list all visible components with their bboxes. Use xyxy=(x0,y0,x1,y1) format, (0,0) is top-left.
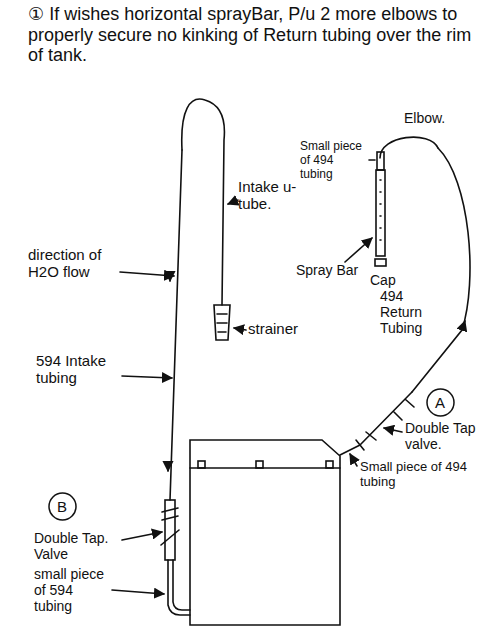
leader-line xyxy=(120,272,174,276)
leader-line xyxy=(369,159,375,161)
callout-letter: A xyxy=(426,388,455,417)
return-arrow xyxy=(464,321,465,324)
part-label: Spray Bar xyxy=(296,262,366,278)
part-label: Cap xyxy=(370,272,410,288)
leader-line xyxy=(345,238,372,262)
part-label: 494 Return Tubing xyxy=(380,288,440,336)
part-label: Intake u-tube. xyxy=(238,178,310,213)
return-tubing xyxy=(412,148,470,392)
canister-clip xyxy=(198,461,205,468)
circle-outline xyxy=(49,493,76,520)
part-label: Double Tap. Valve xyxy=(34,530,120,562)
leader-line xyxy=(234,328,246,330)
part-label: strainer xyxy=(248,320,328,337)
strainer xyxy=(214,305,230,340)
leader-line xyxy=(122,532,162,540)
part-label: Small piece of 494 tubing xyxy=(300,140,368,181)
canister-clip xyxy=(326,461,333,468)
small-494-tubing xyxy=(377,152,384,170)
leader-line xyxy=(228,200,238,204)
flow-arrow xyxy=(169,280,171,281)
intake-tube xyxy=(182,99,225,305)
part-label: Elbow. xyxy=(404,110,474,126)
part-label: 594 Intake tubing xyxy=(36,352,120,387)
part-label: direction of H2O flow xyxy=(28,246,118,281)
callout-circle: A xyxy=(426,388,455,417)
canister xyxy=(190,440,340,625)
leader-line xyxy=(384,428,402,432)
note-text: ① If wishes horizontal sprayBar, P/u 2 m… xyxy=(28,4,483,66)
intake-tubing xyxy=(170,150,182,500)
callout-letter: B xyxy=(48,492,77,521)
leader-line xyxy=(112,590,164,594)
spray-holes xyxy=(380,180,381,240)
circle-outline xyxy=(427,389,454,416)
elbow xyxy=(380,137,438,158)
part-label: small piece of 594 tubing xyxy=(34,566,110,614)
part-label: Double Tap valve. xyxy=(405,420,483,452)
part-label: Small piece of 494 tubing xyxy=(360,460,475,490)
canister-lid xyxy=(190,467,340,469)
spray-bar xyxy=(376,170,385,256)
flow-arrow xyxy=(167,470,169,471)
callout-circle: B xyxy=(48,492,77,521)
leader-line xyxy=(122,376,172,378)
leader-line xyxy=(350,454,357,466)
small-594-tubing xyxy=(168,560,190,615)
valve-b-detail xyxy=(161,508,179,545)
cap xyxy=(375,259,386,266)
canister-clip xyxy=(256,461,263,468)
